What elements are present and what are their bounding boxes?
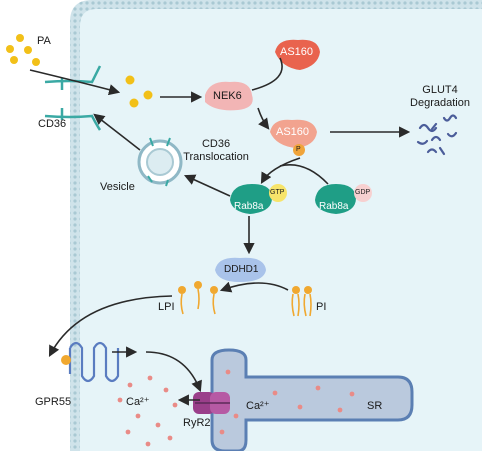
rab8a-gtp-protein [230, 184, 272, 214]
vesicle-label: Vesicle [100, 181, 135, 193]
cd36-label: CD36 [38, 118, 67, 130]
glut4-line2: Degradation [410, 97, 470, 109]
cd36-transporter [44, 65, 102, 131]
rab8a-gdp-protein [315, 184, 356, 214]
lpi-lipids [178, 281, 218, 315]
pi-lipids [291, 286, 312, 317]
lpi-label: LPI [158, 301, 175, 313]
ca-sr-label: Ca²⁺ [246, 400, 270, 412]
gdp-label: GDP [355, 189, 371, 196]
ca-ions-sr [219, 369, 355, 435]
ddhd1-label: DDHD1 [224, 264, 259, 275]
lpi-bound-icon [61, 355, 71, 365]
nek6-label: NEK6 [213, 90, 242, 102]
ryr2-channel [193, 392, 230, 414]
pi-label: PI [316, 301, 327, 313]
cd36-trans-line2: Translocation [183, 151, 249, 163]
cd36-trans-line1: CD36 [201, 138, 231, 150]
ryr2-label: RyR2 [183, 417, 211, 429]
as160-protein-top [275, 39, 320, 70]
pa-molecules [6, 34, 40, 66]
phospho-label: P [296, 146, 301, 153]
as160-phospho-label: AS160 [276, 126, 310, 138]
cell-cytoplasm [80, 9, 482, 451]
phospho-icon [293, 144, 305, 156]
gtp-label: GTP [270, 189, 285, 196]
glut4-line1: GLUT4 [422, 84, 458, 96]
pa-label: PA [37, 35, 51, 47]
ca-cytosol-label: Ca²⁺ [126, 396, 150, 408]
as160-protein-phospho [270, 119, 317, 148]
ddhd1-protein [215, 257, 266, 282]
sr-label: SR [367, 400, 383, 412]
pathway-arrows [29, 57, 411, 406]
gdp-icon [354, 184, 372, 202]
gtp-icon [269, 184, 287, 202]
nek6-protein [205, 81, 253, 111]
vesicle-icon [137, 137, 183, 187]
ca-ions-cytosol [117, 375, 178, 447]
rab8a-gdp-label: Rab8a [319, 201, 349, 212]
sr-compartment [210, 348, 414, 451]
glut4-degradation-icon [416, 114, 458, 156]
pa-internalized [125, 75, 153, 108]
gpr55-label: GPR55 [35, 396, 72, 408]
as160-top-label: AS160 [280, 46, 314, 58]
rab8a-gtp-label: Rab8a [234, 201, 264, 212]
